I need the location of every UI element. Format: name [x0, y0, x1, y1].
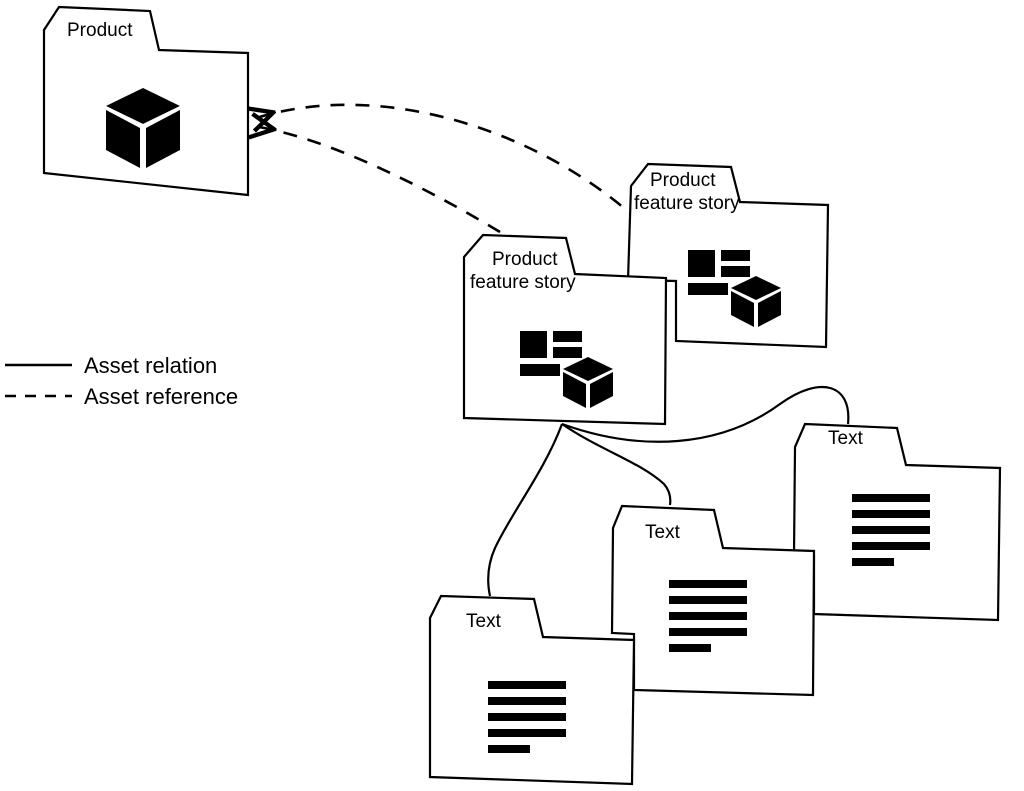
- product-feature-story-icon: [688, 250, 781, 327]
- folder-shape: [792, 422, 1002, 622]
- node-text-left[interactable]: Text: [428, 594, 636, 786]
- node-text-middle[interactable]: Text: [610, 504, 816, 697]
- node-label-line-1: Product: [492, 249, 558, 270]
- text-lines-icon: [852, 494, 930, 566]
- node-label: Text: [828, 428, 864, 449]
- cube-icon: [106, 88, 180, 168]
- edge-reference-front-to-product[interactable]: [253, 126, 501, 234]
- node-label: Text: [466, 611, 502, 632]
- node-product-feature-story-front[interactable]: Product feature story: [462, 233, 668, 426]
- node-product[interactable]: Product: [42, 5, 250, 197]
- product-feature-story-icon: [520, 331, 613, 408]
- edge-group-relations: [487, 385, 850, 597]
- edge-group-references: [253, 103, 641, 234]
- node-label-line-1: Product: [650, 170, 716, 191]
- legend: Asset relation Asset reference: [5, 353, 238, 409]
- node-label-line-2: feature story: [634, 193, 740, 214]
- edge-relation-to-text-right[interactable]: [561, 385, 850, 443]
- edge-reference-back-to-product[interactable]: [253, 103, 641, 223]
- node-product-feature-story-back[interactable]: Product feature story: [626, 162, 830, 349]
- cube-icon: [563, 357, 613, 408]
- text-lines-icon: [669, 580, 747, 652]
- edge-relation-to-text-middle[interactable]: [561, 423, 672, 506]
- folder-shape: [428, 594, 636, 786]
- node-text-right[interactable]: Text: [792, 422, 1002, 622]
- folder-shape: [462, 233, 668, 426]
- edge-relation-to-text-left[interactable]: [487, 423, 564, 597]
- legend-label-asset-relation: Asset relation: [84, 353, 217, 378]
- legend-item-asset-relation[interactable]: Asset relation: [5, 353, 217, 378]
- text-lines-icon: [488, 681, 566, 753]
- node-label-line-2: feature story: [470, 272, 576, 293]
- node-label: Text: [645, 522, 681, 543]
- legend-label-asset-reference: Asset reference: [84, 384, 238, 409]
- cube-icon: [731, 276, 781, 327]
- node-label: Product: [67, 20, 133, 41]
- legend-item-asset-reference[interactable]: Asset reference: [5, 384, 238, 409]
